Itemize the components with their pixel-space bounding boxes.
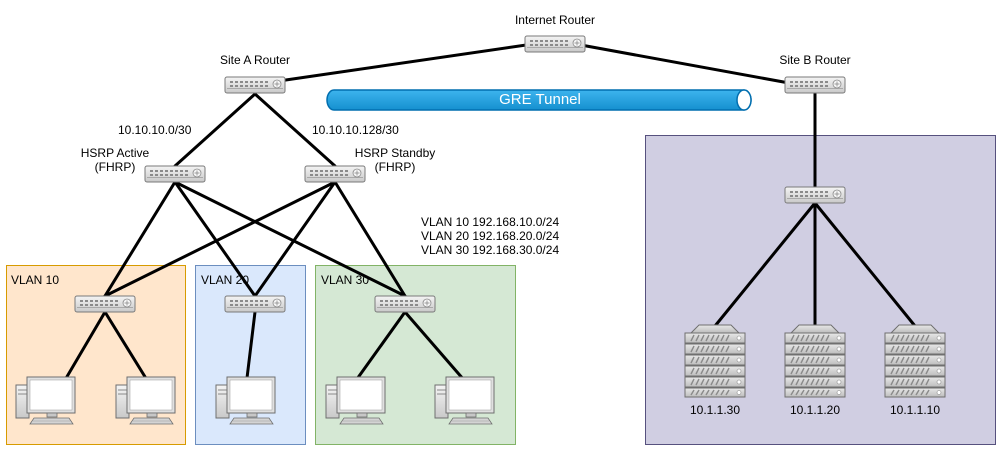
hsrp-active-line1: HSRP Active bbox=[80, 146, 150, 160]
vlan30-zone bbox=[315, 265, 516, 445]
vlan30-switch-icon bbox=[374, 295, 436, 313]
vlan20-pc-icon bbox=[215, 376, 276, 425]
vlan30-pc-1-icon bbox=[325, 376, 386, 425]
server-2-icon bbox=[784, 324, 846, 398]
link-switch-server1 bbox=[713, 201, 817, 328]
link-internet-siteb bbox=[568, 41, 802, 87]
vlan10-pc-1-icon bbox=[15, 376, 76, 425]
link-sitea-hsrp-standby bbox=[253, 92, 337, 168]
site-b-switch-icon bbox=[784, 186, 846, 204]
site-b-router-icon bbox=[784, 76, 846, 94]
link-active-vlan10 bbox=[103, 180, 177, 298]
vlan20-zone-label: VLAN 20 bbox=[201, 273, 250, 287]
site-a-router-label: Site A Router bbox=[219, 53, 291, 67]
vlan-info-line: VLAN 30 192.168.30.0/24 bbox=[421, 243, 560, 257]
server-1-icon bbox=[684, 324, 746, 398]
hsrp-active-switch-icon bbox=[144, 165, 206, 183]
server-1-label: 10.1.1.30 bbox=[689, 403, 741, 417]
hsrp-standby-line2: (FHRP) bbox=[374, 160, 416, 174]
vlan30-zone-label: VLAN 30 bbox=[321, 273, 370, 287]
connection-lines bbox=[63, 41, 917, 382]
link-vlan10-pc1 bbox=[63, 310, 107, 382]
vlan-info-block: VLAN 10 192.168.10.0/24 VLAN 20 192.168.… bbox=[421, 215, 559, 257]
link-active-vlan30 bbox=[173, 180, 407, 298]
vlan10-switch-icon bbox=[74, 295, 136, 313]
server-3-icon bbox=[884, 324, 946, 398]
hsrp-standby-label: HSRP Standby (FHRP) bbox=[355, 146, 436, 174]
subnet-left-label: 10.10.10.0/30 bbox=[118, 123, 192, 137]
server-2-label: 10.1.1.20 bbox=[789, 403, 841, 417]
link-active-vlan20 bbox=[173, 180, 257, 298]
link-vlan20-pc bbox=[245, 310, 257, 380]
site-a-router-icon bbox=[224, 76, 286, 94]
hsrp-active-label: HSRP Active (FHRP) bbox=[81, 146, 149, 174]
site-b-router-label: Site B Router bbox=[779, 53, 851, 67]
link-standby-vlan20 bbox=[253, 180, 337, 298]
vlan30-pc-2-icon bbox=[434, 376, 495, 425]
gre-tunnel bbox=[326, 89, 752, 111]
vlan10-zone-label: VLAN 10 bbox=[11, 273, 60, 287]
internet-router-label: Internet Router bbox=[514, 13, 596, 27]
link-standby-vlan10 bbox=[103, 180, 337, 298]
server-3-label: 10.1.1.10 bbox=[889, 403, 941, 417]
vlan-info-line: VLAN 10 192.168.10.0/24 bbox=[421, 215, 560, 229]
link-sitea-internet bbox=[270, 41, 542, 84]
link-standby-vlan30 bbox=[333, 180, 407, 298]
vlan10-pc-2-icon bbox=[115, 376, 176, 425]
hsrp-standby-line1: HSRP Standby bbox=[354, 146, 436, 160]
hsrp-active-line2: (FHRP) bbox=[94, 160, 136, 174]
link-sitea-hsrp-active bbox=[173, 92, 257, 168]
vlan-info-line: VLAN 20 192.168.20.0/24 bbox=[421, 229, 560, 243]
link-vlan10-pc2 bbox=[103, 310, 149, 382]
subnet-right-label: 10.10.10.128/30 bbox=[312, 123, 399, 137]
internet-router-icon bbox=[524, 35, 586, 53]
link-vlan30-pc2 bbox=[403, 310, 466, 382]
link-vlan30-pc1 bbox=[355, 310, 407, 381]
vlan20-switch-icon bbox=[224, 295, 286, 313]
gre-tunnel-label: GRE Tunnel bbox=[499, 91, 581, 108]
link-switch-server3 bbox=[813, 201, 917, 328]
